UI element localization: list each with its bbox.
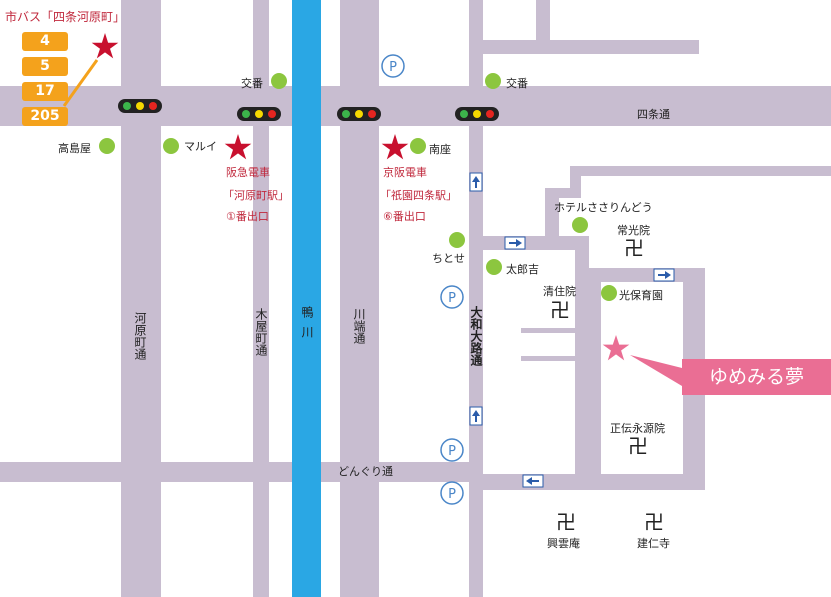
kamogawa-river xyxy=(292,0,321,597)
east-lane-2 xyxy=(545,188,559,250)
east-lane-5 xyxy=(570,166,581,198)
kawaramachi-dori-label: 河原町通 xyxy=(133,312,147,360)
kenninji-temple-icon: 卍 xyxy=(644,510,664,534)
chitose-dot-icon xyxy=(449,232,465,248)
traffic-lights xyxy=(118,99,499,121)
bus-stop-connector xyxy=(62,59,99,107)
bus-route-17: 17 xyxy=(22,82,68,101)
one-way-up-arrow-icon xyxy=(469,406,483,426)
bus-route-5: 5 xyxy=(22,57,68,76)
east-lane-4 xyxy=(570,166,831,176)
one-way-right-arrow-icon xyxy=(653,268,675,282)
svg-text:P: P xyxy=(389,60,397,75)
yamato-oji-dori-label: 大和大路通 xyxy=(469,306,483,366)
station-stars xyxy=(91,33,409,160)
temple-lane-north xyxy=(589,268,705,282)
yamato-oji-dori-road xyxy=(469,0,483,597)
takashimaya-label: 高島屋 xyxy=(58,142,91,155)
one-way-left-arrow-icon xyxy=(522,474,544,488)
bus-stop-star-icon xyxy=(91,33,119,59)
takashimaya-dot-icon xyxy=(99,138,115,154)
shijo-dori-label: 四条通 xyxy=(637,108,670,121)
hikari-hoikuen-dot-icon xyxy=(601,285,617,301)
koban-right-label: 交番 xyxy=(506,77,528,90)
north-spur-road xyxy=(536,0,550,54)
parking-icon: P xyxy=(381,54,405,78)
east-lane-1 xyxy=(483,236,589,250)
parking-icon: P xyxy=(440,481,464,505)
tarokichi-label: 太郎吉 xyxy=(506,263,539,276)
marui-dot-icon xyxy=(163,138,179,154)
east-lane-3 xyxy=(545,188,575,198)
kawabata-dori-road xyxy=(340,0,379,597)
hankyu-line-label: 阪急電車 xyxy=(226,166,270,179)
minamiza-dot-icon xyxy=(410,138,426,154)
destination-star-icon xyxy=(602,335,630,361)
tarokichi-dot-icon xyxy=(486,259,502,275)
joko-in-temple-icon: 卍 xyxy=(624,236,644,260)
donguri-dori-road xyxy=(0,462,469,482)
parking-icon: P xyxy=(440,438,464,462)
destination-callout: ゆめみる夢 xyxy=(682,359,831,395)
bus-route-205: 205 xyxy=(22,107,68,126)
traffic-light-icon xyxy=(118,99,162,113)
hankyu-station-label: 「河原町駅」 xyxy=(223,189,289,202)
temple-lane-mid xyxy=(587,282,601,474)
keihan-line-label: 京阪電車 xyxy=(383,166,427,179)
hankyu-station-star-icon xyxy=(224,134,252,160)
hikari-hoikuen-label: 光保育園 xyxy=(619,289,663,302)
one-way-right-arrow-icon xyxy=(504,236,526,250)
alley-1 xyxy=(521,328,577,333)
chitose-label: ちとせ xyxy=(432,252,465,265)
kounan-temple-icon: 卍 xyxy=(556,510,576,534)
alley-2 xyxy=(521,356,587,361)
traffic-light-icon xyxy=(237,107,281,121)
kiyamachi-dori-label: 木屋町通 xyxy=(254,308,268,356)
kounan-label: 興雲庵 xyxy=(547,537,580,550)
kawabata-dori-label: 川端通 xyxy=(352,308,366,344)
hotel-label: ホテルささりんどう xyxy=(554,201,653,214)
one-way-up-arrow-icon xyxy=(469,172,483,192)
kenninji-label: 建仁寺 xyxy=(637,537,670,550)
koban-left-label: 交番 xyxy=(241,77,263,90)
koban-left-dot-icon xyxy=(271,73,287,89)
shoden-eigen-in-temple-icon: 卍 xyxy=(628,434,648,458)
temple-lane-west xyxy=(575,250,589,480)
lower-east-road xyxy=(483,474,705,490)
kamogawa-label: 鴨川 xyxy=(300,306,314,346)
keihan-exit-label: ⑥番出口 xyxy=(383,210,426,223)
parking-icon: P xyxy=(440,285,464,309)
traffic-light-icon xyxy=(337,107,381,121)
kiyamachi-dori-road xyxy=(253,0,269,597)
traffic-light-icon xyxy=(455,107,499,121)
koban-right-dot-icon xyxy=(485,73,501,89)
svg-text:P: P xyxy=(448,291,456,306)
keihan-station-label: 「祇園四条駅」 xyxy=(380,189,457,202)
destination-pointer xyxy=(630,355,682,386)
donguri-dori-label: どんぐり通 xyxy=(338,465,393,478)
marui-label: マルイ xyxy=(184,140,217,153)
svg-text:P: P xyxy=(448,487,456,502)
north-east-road xyxy=(483,40,699,54)
hotel-dot-icon xyxy=(572,217,588,233)
landmark-dots xyxy=(99,73,617,301)
bus-stop-label: 市バス「四条河原町」 xyxy=(5,10,126,24)
keihan-station-star-icon xyxy=(381,134,409,160)
joko-in-label: 常光院 xyxy=(617,224,650,237)
kawaramachi-dori-road xyxy=(121,0,161,597)
one-way-signs xyxy=(469,172,675,488)
hankyu-exit-label: ①番出口 xyxy=(226,210,269,223)
shoden-eigen-in-label: 正伝永源院 xyxy=(610,422,665,435)
svg-text:P: P xyxy=(448,444,456,459)
parking-markers: P P P P xyxy=(381,54,464,505)
minamiza-label: 南座 xyxy=(429,143,451,156)
seiju-in-temple-icon: 卍 xyxy=(550,298,570,322)
bus-route-4: 4 xyxy=(22,32,68,51)
seiju-in-label: 清住院 xyxy=(543,285,576,298)
